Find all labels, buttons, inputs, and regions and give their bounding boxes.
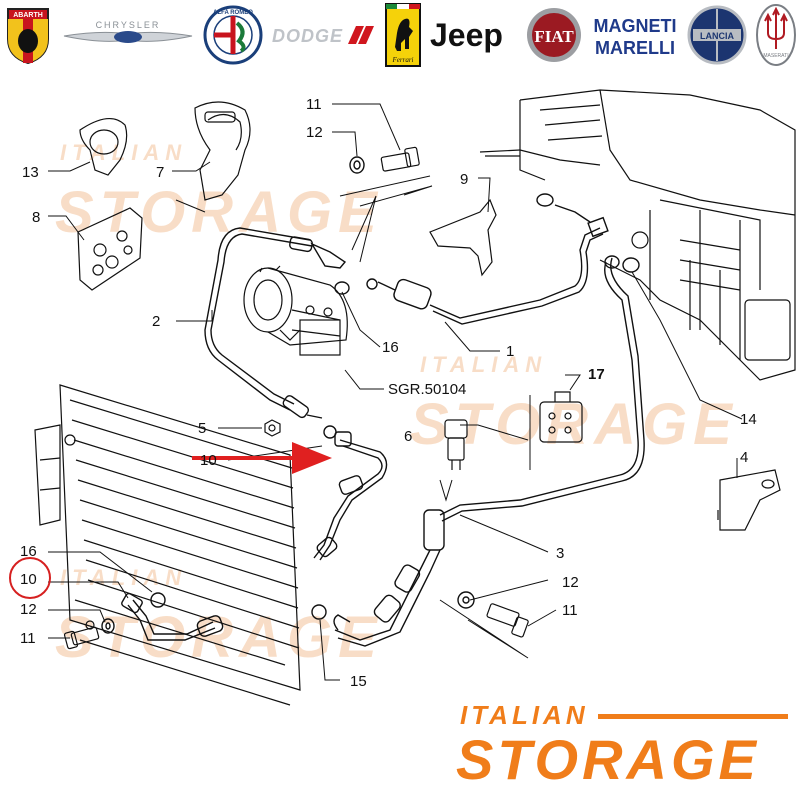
washer-12-bottom-right [457,591,475,609]
callout-11-bottom-right: 11 [562,602,578,619]
alfa-romeo-logo: ALFA ROMEO [202,4,264,66]
jeep-logo: Jeep [428,12,518,56]
condenser [34,384,301,706]
footer-italian-text: ITALIAN [460,700,589,730]
pipe-2 [204,227,347,419]
footer-line-top [598,714,788,719]
callout-10-left: 10 [20,571,37,588]
ferrari-logo: Ferrari [384,2,422,68]
maserati-text: MASERATI [763,53,788,59]
pipe-10-mid [313,431,388,561]
callout-16-mid: 16 [382,339,399,356]
abarth-logo: ABARTH [2,4,54,66]
pipe-3 [333,255,645,647]
callout-3: 3 [556,545,564,562]
bracket-9 [429,198,497,277]
callout-11-left: 11 [20,630,36,647]
callout-4: 4 [740,449,748,466]
clamp-13 [79,118,128,176]
compressor [243,265,348,356]
callout-1: 1 [506,343,514,360]
callout-16-left: 16 [20,543,37,560]
callout-14: 14 [740,411,757,428]
callout-12-bottom-right: 12 [562,574,579,591]
ferrari-text: Ferrari [392,56,414,64]
watermark-italian-mid: ITALIAN [420,352,547,377]
fiat-text: FIAT [534,27,574,46]
callout-8: 8 [32,209,40,226]
washer-12-left [101,618,115,634]
gasket-plate [77,207,143,291]
highlight-arrow [192,442,332,474]
footer-logo: ITALIAN STORAGE [450,700,790,800]
o-ring-15 [311,604,327,620]
connector [539,391,583,443]
marelli-text: MARELLI [595,38,675,58]
callout-13: 13 [22,164,39,181]
o-ring-16-left [150,592,166,608]
bolt-11-top [380,146,420,172]
brand-logos-bar: ABARTH CHRYSLER ALFA ROMEO DODGE [0,0,800,72]
footer-storage-text: STORAGE [456,728,760,791]
watermark-storage-top: STORAGE [55,180,383,245]
sgr-reference: SGR.50104 [388,381,466,398]
pipe-1 [366,193,609,325]
nut-5 [264,419,281,437]
leader-lines [48,103,743,681]
highlight-circle-10 [9,557,51,599]
chrysler-logo: CHRYSLER [62,16,194,56]
watermark-italian-top: ITALIAN [60,140,187,165]
jeep-text: Jeep [430,17,503,53]
abarth-text: ABARTH [13,12,43,19]
callout-11-top: 11 [306,96,322,113]
evaporator-housing [479,89,796,381]
dodge-text: DODGE [272,26,343,46]
alfa-romeo-text: ALFA ROMEO [213,10,253,16]
clamp-7 [194,101,251,201]
callout-7: 7 [156,164,164,181]
lancia-text: LANCIA [700,31,734,41]
callout-15: 15 [350,673,367,690]
callout-12-left: 12 [20,601,37,618]
chrysler-text: CHRYSLER [96,20,161,30]
lancia-logo: LANCIA [686,4,748,66]
callout-17: 17 [588,366,605,383]
fiat-logo: FIAT [524,4,584,66]
o-ring-10-mid [323,425,337,439]
pipe-10-lower [121,592,224,641]
callout-6: 6 [404,428,412,445]
callout-9: 9 [460,171,468,188]
watermark-storage-bottom: STORAGE [55,605,383,670]
callout-10-mid: 10 [200,452,217,469]
dodge-logo: DODGE [270,20,376,50]
callout-2: 2 [152,313,160,330]
o-ring-14 [622,257,640,273]
callout-12-top: 12 [306,124,323,141]
maserati-logo: MASERATI [754,2,798,68]
pressure-switch [444,419,468,470]
bracket-4 [717,469,781,531]
o-ring-16-mid [334,281,350,295]
ac-pipes-exploded-diagram: ITALIAN STORAGE ITALIAN STORAGE ITALIAN … [9,89,796,706]
magneti-text: MAGNETI [594,16,677,36]
bolt-11-bottom-right [486,603,529,638]
magneti-marelli-logo: MAGNETI MARELLI [588,10,682,62]
callout-5: 5 [198,420,206,437]
bolt-11-left [63,626,100,650]
washer-12-top [349,156,365,174]
